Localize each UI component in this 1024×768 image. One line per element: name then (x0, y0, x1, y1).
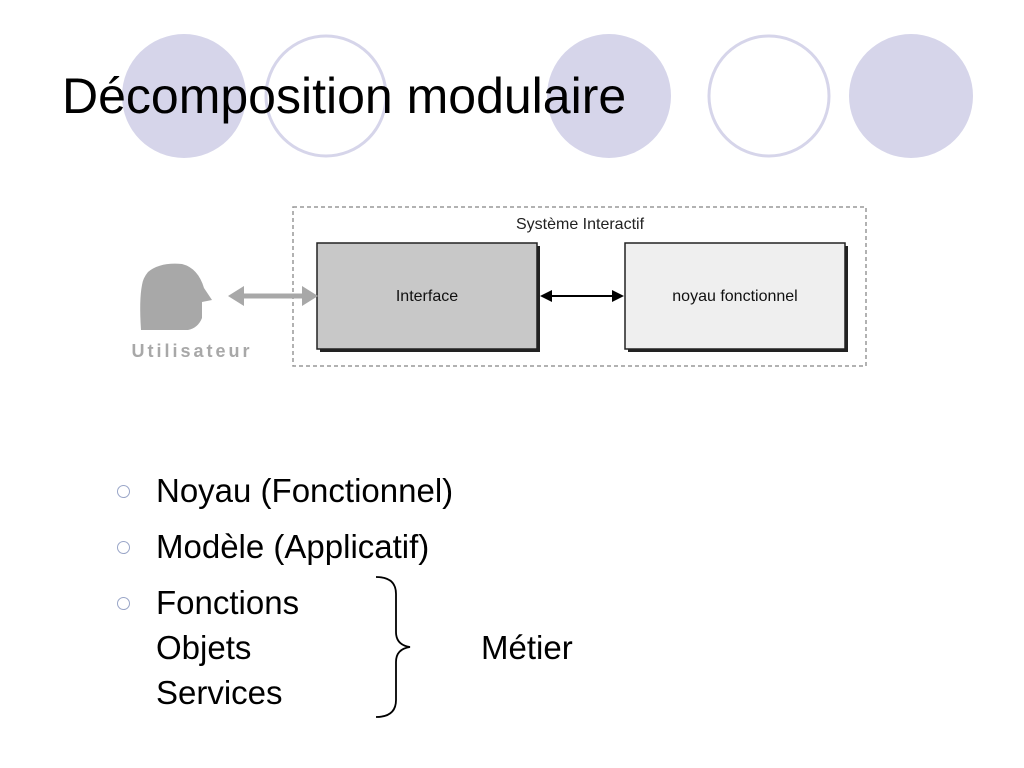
bullet-ring-icon (117, 485, 130, 498)
bullet-item-services: Services (156, 674, 283, 711)
interface-box (316, 242, 538, 350)
user-label: Utilisateur (131, 341, 252, 361)
bullet-ring-icon (117, 597, 130, 610)
user-arrowhead-right (302, 286, 318, 306)
decor-circle-filled (849, 34, 973, 158)
bullet-ring-icon (117, 541, 130, 554)
bullet-item-noyau: Noyau (Fonctionnel) (156, 472, 454, 509)
system-boundary (292, 206, 867, 367)
core-box (624, 242, 846, 350)
decor-circle-outline (264, 34, 388, 158)
slide-title: Décomposition modulaire (62, 68, 627, 124)
system-label: Système Interactif (516, 216, 645, 233)
bullet-item-fonctions: Fonctions (156, 584, 300, 621)
decor-circle-filled (547, 34, 671, 158)
arrowhead-right (612, 290, 624, 302)
decorative-circles (122, 34, 973, 158)
architecture-diagram: Système Interactif Interface noyau fonct… (131, 206, 867, 367)
decor-circle-outline (707, 34, 831, 158)
bullet-item-objets: Objets (156, 629, 252, 666)
user-arrowhead-left (228, 286, 244, 306)
arrowhead-left (540, 290, 552, 302)
interface-label: Interface (396, 288, 458, 305)
bullet-item-modele: Modèle (Applicatif) (156, 528, 430, 565)
brace-label-metier: Métier (481, 629, 573, 666)
right-brace-icon (375, 576, 411, 718)
user-icon (140, 263, 212, 330)
decor-circle-filled (122, 34, 246, 158)
core-label: noyau fonctionnel (672, 288, 797, 305)
